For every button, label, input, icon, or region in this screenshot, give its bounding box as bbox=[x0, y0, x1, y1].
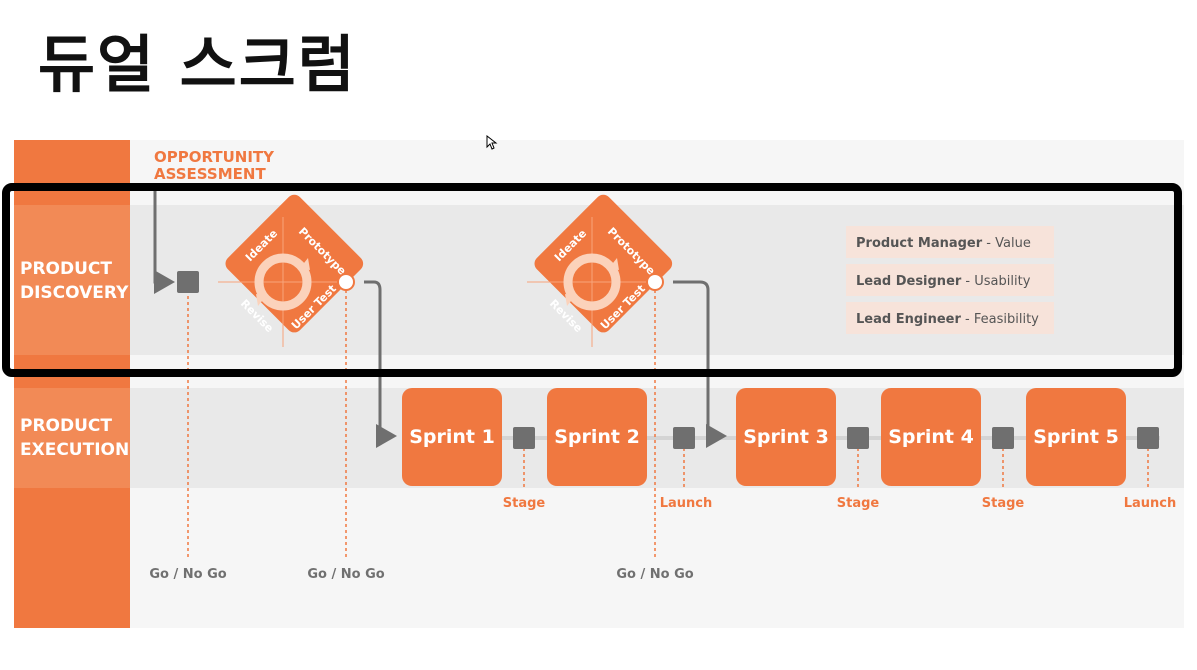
role-box-1: Product Manager - Value bbox=[846, 226, 1054, 258]
sprint-label-5: Sprint 5 bbox=[1033, 426, 1119, 448]
milestone-label-4: Stage bbox=[982, 496, 1025, 511]
role-sep-2: - bbox=[961, 274, 974, 289]
sprint-label-3: Sprint 3 bbox=[743, 426, 829, 448]
role-value-3: Feasibility bbox=[974, 312, 1039, 327]
mouse-cursor-icon bbox=[486, 135, 498, 150]
gate-label-1: Go / No Go bbox=[149, 567, 226, 582]
role-value-1: Value bbox=[995, 236, 1031, 251]
sprint-box-3: Sprint 3 bbox=[736, 388, 836, 486]
milestone-label-5: Launch bbox=[1124, 496, 1177, 511]
discovery-gate-square bbox=[177, 271, 199, 293]
svg-text:Lead Designer - Usability: Lead Designer - Usability bbox=[856, 274, 1031, 289]
role-sep-3: - bbox=[961, 312, 974, 327]
execution-lane-label-2: EXECUTION bbox=[20, 440, 129, 460]
role-name-1: Product Manager bbox=[856, 236, 983, 251]
milestone-square-2 bbox=[673, 427, 695, 449]
sprint-box-4: Sprint 4 bbox=[881, 388, 981, 486]
role-box-2: Lead Designer - Usability bbox=[846, 264, 1054, 296]
opportunity-arrow bbox=[153, 185, 175, 294]
lane-header-execution-band bbox=[14, 388, 130, 488]
milestone-label-2: Launch bbox=[660, 496, 713, 511]
role-name-2: Lead Designer bbox=[856, 274, 962, 289]
handoff-arrow-2 bbox=[673, 280, 727, 448]
sprint-box-1: Sprint 1 bbox=[402, 388, 502, 486]
opportunity-label-2: ASSESSMENT bbox=[154, 165, 266, 183]
role-box-3: Lead Engineer - Feasibility bbox=[846, 302, 1054, 334]
role-value-2: Usability bbox=[974, 274, 1030, 289]
svg-text:Product Manager - Value: Product Manager - Value bbox=[856, 236, 1031, 251]
discovery-highlight-frame bbox=[2, 183, 1182, 377]
milestone-label-3: Stage bbox=[837, 496, 880, 511]
discovery-lane-label-2: DISCOVERY bbox=[20, 283, 129, 303]
milestone-square-5 bbox=[1137, 427, 1159, 449]
svg-text:Lead Engineer - Feasibility: Lead Engineer - Feasibility bbox=[856, 312, 1039, 327]
sprint-box-2: Sprint 2 bbox=[547, 388, 647, 486]
sprint-label-1: Sprint 1 bbox=[409, 426, 495, 448]
gate-label-2: Go / No Go bbox=[307, 567, 384, 582]
sprint-label-4: Sprint 4 bbox=[888, 426, 974, 448]
discovery-lane-label-1: PRODUCT bbox=[20, 259, 112, 279]
milestone-square-3 bbox=[847, 427, 869, 449]
opportunity-label-1: OPPORTUNITY bbox=[154, 148, 275, 166]
lane-header-discovery-band bbox=[14, 205, 130, 355]
sprint-box-5: Sprint 5 bbox=[1026, 388, 1126, 486]
page-title: 듀얼 스크럼 bbox=[38, 28, 357, 101]
milestone-square-1 bbox=[513, 427, 535, 449]
execution-lane-label-1: PRODUCT bbox=[20, 416, 112, 436]
handoff-arrow-1 bbox=[364, 280, 397, 448]
gate-label-3: Go / No Go bbox=[616, 567, 693, 582]
sprint-label-2: Sprint 2 bbox=[554, 426, 640, 448]
milestone-label-1: Stage bbox=[503, 496, 546, 511]
role-name-3: Lead Engineer bbox=[856, 312, 961, 327]
milestone-square-4 bbox=[992, 427, 1014, 449]
role-sep-1: - bbox=[982, 236, 995, 251]
